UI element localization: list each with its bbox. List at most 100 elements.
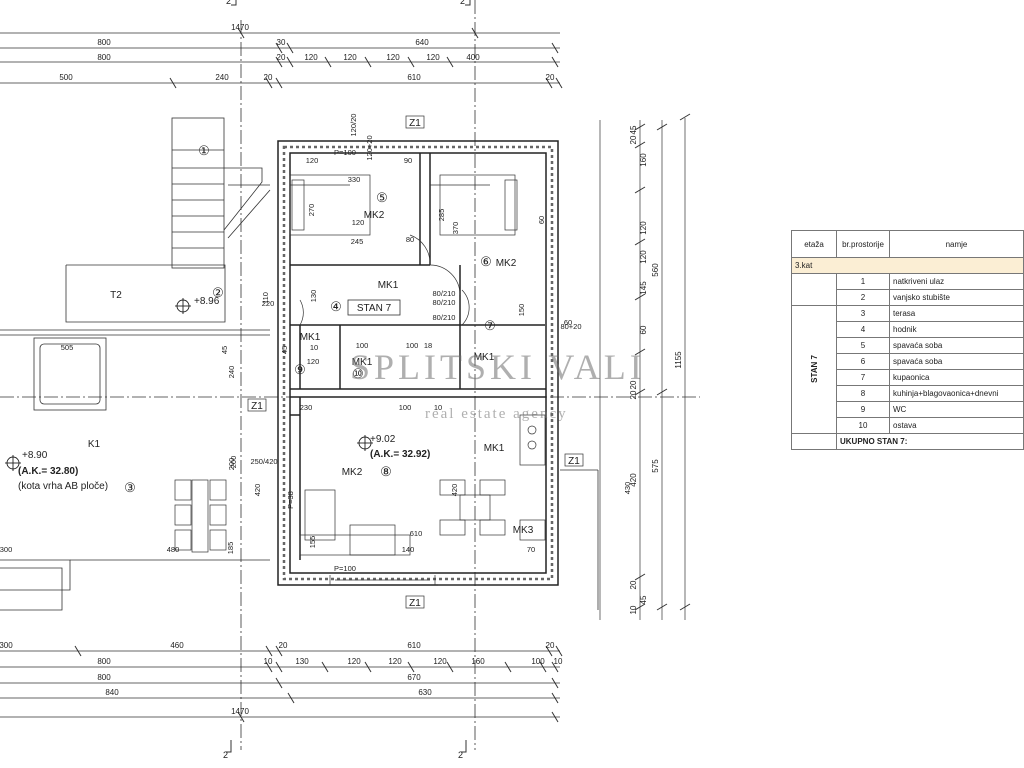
section-markers — [226, 0, 471, 753]
table-cell: 4 — [836, 321, 890, 338]
dimension-text: 20 — [264, 73, 273, 82]
dimension-text: 245 — [351, 237, 364, 246]
table-cell: 6 — [836, 353, 890, 370]
room-labels: MK2 MK2 MK1 STAN 7 MK1 MK1 MK1 MK1 MK2 M… — [88, 210, 534, 536]
watermark-subtitle: real estate agency — [425, 406, 568, 422]
table-cell: 2 — [836, 289, 890, 306]
dimension-text: 90 — [404, 156, 412, 165]
axis-lines — [0, 0, 700, 750]
dimension-text: 20 — [279, 641, 288, 650]
table-cell: 5 — [836, 337, 890, 354]
dimension-text: 100 — [406, 341, 419, 350]
z1-label: Z1 — [409, 118, 421, 129]
dimension-text: 120 — [388, 657, 402, 666]
table-row: 1 natkriveni ulaz — [791, 273, 1024, 306]
dimension-text: 610 — [407, 641, 421, 650]
dimension-text: 155 — [308, 536, 317, 549]
dimension-text: 670 — [407, 673, 421, 682]
dimension-text: 145 — [639, 281, 648, 295]
table-header: br.prostorije — [836, 230, 890, 258]
dimension-text: 60 — [639, 325, 648, 334]
dimension-text: 610 — [410, 529, 423, 538]
room-number: ③ — [124, 480, 136, 495]
dimension-text: 120 — [639, 221, 648, 235]
interior-furniture — [289, 174, 546, 586]
table-row: 7 kupaonica — [792, 369, 1024, 386]
axis-label: 2 — [458, 750, 463, 760]
dimension-text: 100 — [356, 341, 369, 350]
dimension-text: 640 — [415, 38, 429, 47]
room-number: ⑥ — [480, 254, 492, 269]
dimension-text: 610 — [407, 73, 421, 82]
room-schedule-table: etaža br.prostorije namje 3.kat 1 natkri… — [791, 230, 1024, 450]
dimension-text: 20 — [546, 73, 555, 82]
dimension-text: 120 — [306, 156, 319, 165]
dimension-text: 60 — [564, 318, 572, 327]
dimension-text: 80+20 — [560, 322, 581, 331]
dimension-text: 80/210 — [433, 313, 456, 322]
room-number: ⑩ — [352, 366, 364, 381]
dimension-text: 20 — [546, 641, 555, 650]
room-label: MK2 — [342, 467, 363, 478]
level-text: +8.96 — [194, 296, 220, 307]
room-number: ⑧ — [380, 464, 392, 479]
dimension-text: 185 — [226, 542, 235, 555]
dimension-text: 120+20 — [365, 135, 374, 160]
table-cell: 10 — [836, 417, 890, 434]
apartment-cell: STAN 7 — [791, 305, 837, 434]
axis-labels: 2 2 2 2 — [223, 0, 465, 760]
room-label: MK2 — [496, 258, 517, 269]
dimension-text: 505 — [61, 343, 74, 352]
dimension-text: 560 — [651, 263, 660, 277]
dimension-text: 220 — [262, 299, 275, 308]
axis-label: 2 — [223, 750, 228, 760]
table-cell: 8 — [836, 385, 890, 402]
dimension-text: 630 — [418, 688, 432, 697]
table-total: UKUPNO STAN 7: — [836, 433, 1024, 450]
dimension-text: 575 — [651, 459, 660, 473]
terrace-furniture — [174, 479, 227, 553]
axis-label: 2 — [226, 0, 231, 6]
dimension-text: 20 — [629, 390, 638, 399]
level-text: +8.90 — [22, 450, 48, 461]
dimension-text: 420 — [253, 484, 262, 497]
dimension-text: 45 — [639, 595, 648, 604]
dimension-text: 45 — [629, 125, 638, 134]
table-cell: 1 — [836, 273, 890, 290]
room-number: ⑤ — [376, 190, 388, 205]
dimension-text: 10 — [629, 605, 638, 614]
room-label: MK2 — [364, 210, 385, 221]
dimension-text: 480 — [167, 545, 180, 554]
dimension-text: 140 — [402, 545, 415, 554]
room-number: ⑦ — [484, 318, 496, 333]
level-text: +9.02 — [370, 434, 396, 445]
dimension-text: 20 — [277, 53, 286, 62]
dimension-text: 100 — [531, 657, 545, 666]
z1-labels: Z1 Z1 Z1 Z1 — [247, 115, 584, 609]
dimension-text: P=38 — [286, 491, 295, 509]
dimension-text: 840 — [105, 688, 119, 697]
dimension-text: 18 — [424, 341, 432, 350]
table-header: etaža — [791, 230, 837, 258]
dimension-text: 20 — [629, 580, 638, 589]
dimension-text: 800 — [97, 673, 111, 682]
level-markers — [5, 298, 373, 471]
dimension-text: 240 — [215, 73, 229, 82]
dimension-text: 80 — [406, 235, 414, 244]
dimension-text: 430 — [623, 482, 632, 495]
dimension-text: 45 — [280, 346, 289, 354]
dimension-text: P=100 — [334, 148, 356, 157]
room-label: MK3 — [513, 525, 534, 536]
table-cell: 7 — [836, 369, 890, 386]
dimension-text: 270 — [307, 204, 316, 217]
table-cell — [791, 273, 837, 306]
dimension-text: 60 — [537, 216, 546, 224]
dimension-text: 120 — [347, 657, 361, 666]
dimension-text: 10 — [434, 403, 442, 412]
room-number: ⑨ — [294, 362, 306, 377]
room-label: MK1 — [300, 332, 321, 343]
room-label: MK1 — [352, 357, 373, 368]
dimension-text: 1155 — [674, 351, 683, 369]
dimension-text: 30 — [277, 38, 286, 47]
dimension-text: 800 — [97, 38, 111, 47]
